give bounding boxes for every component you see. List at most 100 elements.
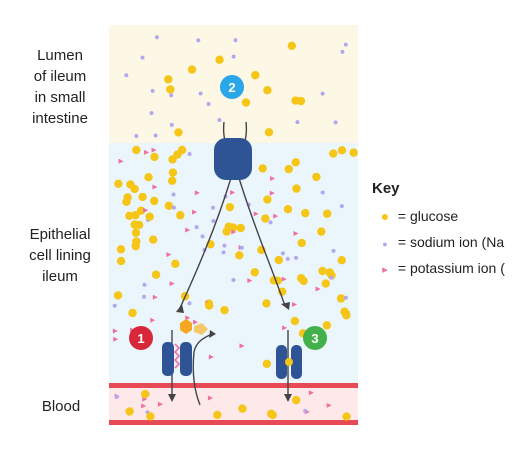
sodium-particle (198, 91, 203, 96)
potassium-particle (166, 252, 172, 258)
glucose-particle (215, 55, 224, 64)
glucose-particle (116, 245, 126, 254)
glucose-particle (297, 238, 306, 248)
glucose-particle (177, 145, 187, 155)
glucose-particle (123, 193, 132, 202)
glucose-particle (145, 212, 154, 221)
glucose-particle (125, 407, 134, 416)
sodium-particle (331, 248, 336, 253)
glucose-transporter-3 (276, 345, 302, 379)
glucose-particle (321, 279, 330, 288)
key-item-sodium-text: = sodium ion (Na (397, 234, 505, 250)
potassium-particle (208, 354, 214, 360)
marker-2: 2 (220, 75, 244, 99)
glucose-particle (164, 75, 173, 84)
potassium-particle (157, 401, 163, 407)
potassium-particle (185, 227, 191, 233)
potassium-particle (118, 158, 124, 164)
glucose-particle (171, 259, 180, 269)
lumen-transporter-body (214, 138, 252, 180)
sodium-particle (196, 38, 201, 43)
glucose-particle (134, 220, 144, 230)
pump-1-right-half (180, 342, 192, 376)
glucose-particle (168, 168, 178, 177)
glucose-particle (213, 410, 222, 420)
glucose-particle (131, 211, 140, 220)
glucose-particle (204, 301, 214, 310)
glucose-particle (130, 184, 139, 194)
glucose-particle (166, 85, 175, 94)
potassium-particle (143, 207, 149, 213)
potassium-particle (113, 336, 119, 342)
marker-1-circle (129, 326, 153, 350)
arrow-head-5 (209, 330, 216, 338)
sodium-particle (231, 278, 236, 283)
glucose-particle (292, 184, 301, 193)
sodium-particle (154, 35, 159, 40)
sodium-particle (339, 204, 344, 209)
glucose-particle (235, 251, 244, 260)
glucose-particle (168, 176, 177, 185)
marker-2-circle (220, 75, 244, 99)
sodium-particle (231, 54, 236, 59)
sodium-particle (217, 118, 222, 123)
glucose-particle (168, 155, 177, 164)
glucose-particle (131, 228, 141, 237)
sodium-particle (233, 38, 238, 43)
glucose-particle (222, 227, 231, 236)
glucose-particle (187, 65, 197, 74)
glucose-particle (138, 192, 147, 202)
glucose-particle (291, 96, 300, 105)
sodium-particle (194, 225, 199, 230)
sodium-particle (171, 192, 176, 197)
potassium-particle (239, 343, 245, 349)
glucose-particle (342, 412, 351, 421)
glucose-particle (263, 86, 272, 95)
potassium-particle (230, 190, 236, 196)
sodium-particle (187, 151, 192, 156)
sodium-particle (294, 255, 299, 260)
potassium-particle (141, 403, 147, 409)
glucose-particle (317, 227, 326, 236)
potassium-particle (192, 209, 198, 215)
potassium-particle (326, 402, 332, 408)
sodium-particle (268, 220, 273, 225)
sodium-particle (169, 122, 174, 127)
sodium-particle (134, 134, 139, 139)
sodium-particle (320, 91, 325, 96)
glucose-particle (262, 299, 271, 308)
sodium-particle (150, 88, 155, 93)
glucose-particle (263, 195, 272, 204)
potassium-particle (273, 213, 279, 219)
marker-3-circle (303, 326, 327, 350)
sodium-particle (222, 243, 227, 248)
sodium-particle (112, 303, 117, 308)
sodium-particle (124, 73, 129, 78)
glucose-particle (327, 271, 336, 280)
glucose-particle (176, 211, 185, 220)
glucose-particle (258, 164, 267, 173)
sodium-particle (149, 111, 154, 116)
glucose-particle (220, 305, 229, 315)
sodium-particle (285, 256, 290, 261)
glucose-particle (114, 179, 123, 188)
glucose-particle (322, 209, 332, 218)
sodium-particle (280, 251, 285, 256)
transporter-1-up-arrow (192, 333, 213, 406)
sodium-particle (211, 218, 216, 223)
glucose-particle (136, 206, 146, 215)
glucose-particle (228, 223, 238, 232)
blood-vessel-bottom-line (109, 420, 358, 425)
glucose-particle (116, 256, 126, 266)
lumen-label-line-2: of ileum (33, 68, 87, 85)
glucose-particle (113, 291, 123, 300)
glucose-particle (329, 149, 338, 158)
glucose-particle (292, 395, 301, 405)
arrow-head-4 (284, 394, 292, 402)
potassium-particle (194, 190, 200, 196)
glucose-particle (274, 255, 283, 265)
blood-label: Blood (41, 398, 81, 415)
glucose-particle (312, 172, 321, 182)
sodium-particle (320, 190, 325, 195)
